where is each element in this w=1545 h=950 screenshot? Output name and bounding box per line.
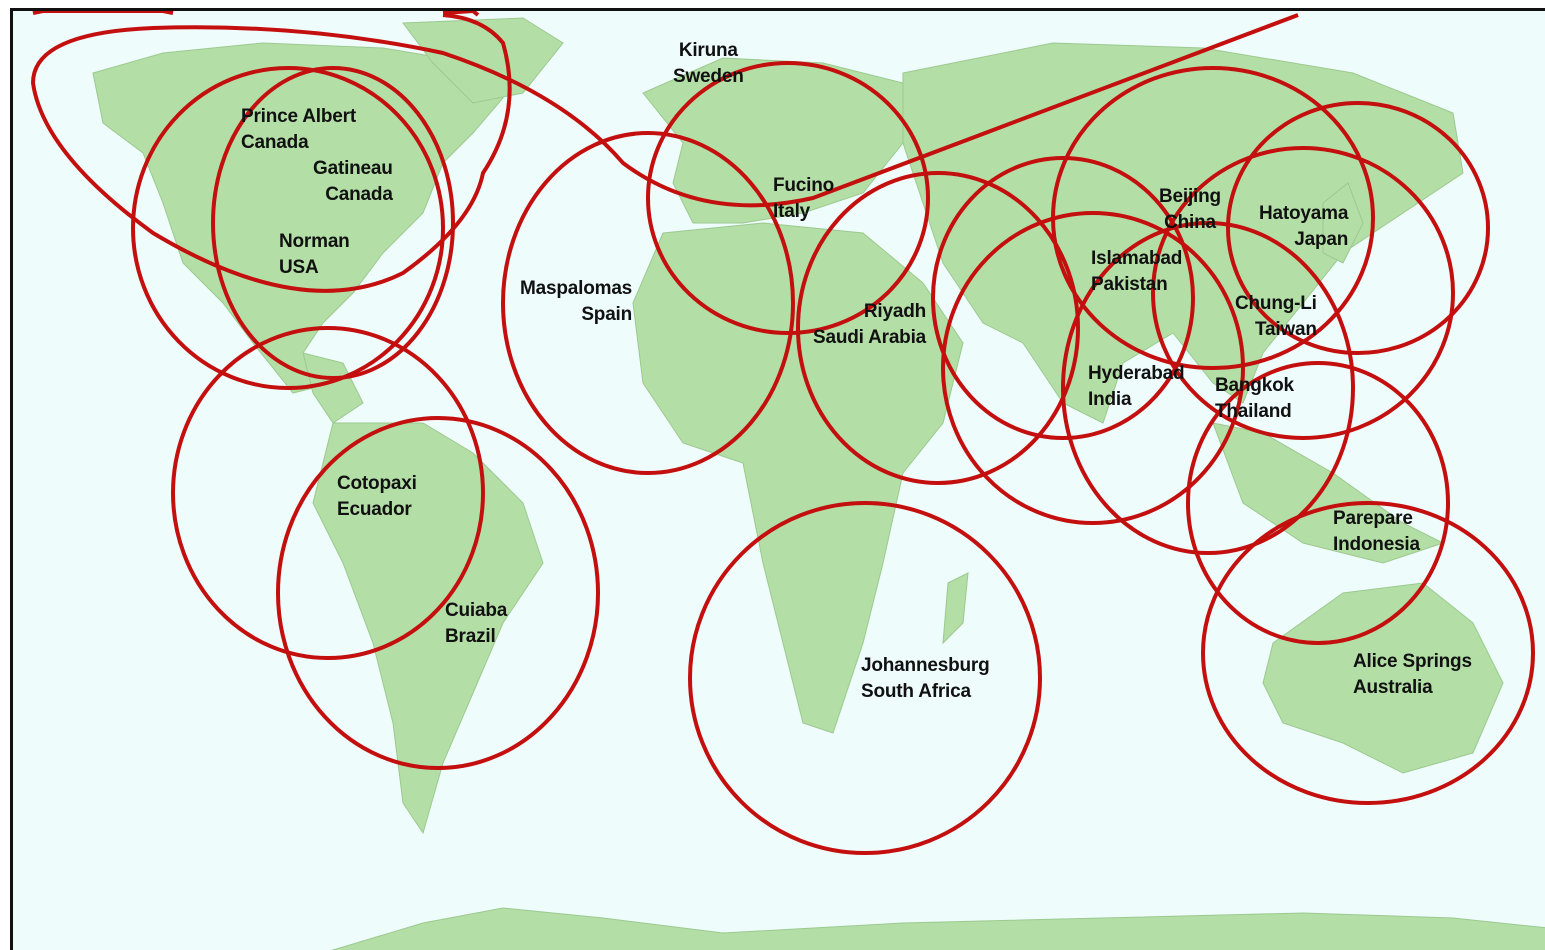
station-city: Bangkok: [1215, 375, 1294, 396]
station-country: USA: [279, 257, 319, 278]
coverage-ring-cotopaxi: [171, 326, 485, 660]
station-label-cotopaxi: Cotopaxi Ecuador: [337, 471, 417, 523]
station-label-fucino: Fucino Italy: [773, 173, 834, 225]
landmass-japan: [1322, 182, 1364, 264]
station-label-bangkok: Bangkok Thailand: [1215, 373, 1294, 425]
landmass-madagascar: [942, 572, 969, 645]
station-label-kiruna: Kiruna Sweden: [673, 38, 744, 90]
landmass-australia: [1262, 582, 1504, 774]
station-city: Johannesburg: [861, 655, 990, 676]
station-country: Saudi Arabia: [813, 327, 927, 348]
world-map: Kiruna Sweden Prince Albert Canada Gatin…: [10, 8, 1545, 950]
station-country: Canada: [241, 132, 309, 153]
station-label-chung-li: Chung-Li Taiwan: [1235, 291, 1317, 343]
station-label-riyadh: Riyadh Saudi Arabia: [813, 299, 926, 351]
station-city: Kiruna: [678, 40, 738, 61]
station-city: Chung-Li: [1235, 293, 1317, 314]
station-city: Cuiaba: [445, 600, 508, 621]
station-city: Maspalomas: [520, 278, 633, 299]
station-country: Thailand: [1215, 401, 1292, 422]
station-city: Fucino: [773, 175, 835, 196]
station-country: Ecuador: [337, 499, 412, 520]
station-city: Hatoyama: [1259, 203, 1349, 224]
coverage-ring-maspalomas: [501, 131, 795, 475]
station-country: South Africa: [861, 681, 971, 702]
coverage-ring-riyadh: [796, 171, 1080, 485]
coverage-ring-fucino: [646, 61, 930, 335]
station-label-beijing: Beijing China: [1159, 184, 1221, 236]
coverage-ring-kiruna: [30, 11, 1299, 293]
station-label-islamabad: Islamabad Pakistan: [1091, 246, 1182, 298]
station-label-norman: Norman USA: [279, 229, 350, 281]
landmass-greenland: [402, 17, 564, 104]
coverage-ring-alice-springs: [1201, 501, 1535, 805]
station-country: Pakistan: [1091, 274, 1168, 295]
landmass-south-america: [312, 422, 544, 835]
station-country: China: [1164, 212, 1216, 233]
station-city: Hyderabad: [1088, 363, 1185, 384]
coverage-ring-parepare: [1186, 361, 1450, 645]
station-city: Cotopaxi: [337, 473, 417, 494]
coverage-ring-gatineau: [131, 66, 445, 390]
map-canvas: [30, 11, 1545, 950]
station-country: Brazil: [445, 626, 496, 647]
station-city: Islamabad: [1091, 248, 1183, 269]
coverage-ring-cuiaba: [276, 416, 600, 770]
station-label-prince-albert: Prince Albert Canada: [241, 104, 356, 156]
coverage-ring-bangkok: [1061, 221, 1355, 555]
station-country: Sweden: [673, 66, 744, 87]
landmass-antarctica: [331, 907, 1545, 950]
coverage-ring-prince-albert: [211, 66, 455, 380]
station-label-alice-springs: Alice Springs Australia: [1353, 649, 1472, 701]
station-country: Spain: [581, 304, 633, 325]
station-city: Parepare: [1333, 508, 1413, 529]
coverage-ring-islamabad: [931, 156, 1195, 440]
station-country: Australia: [1353, 677, 1433, 698]
station-label-hatoyama: Hatoyama Japan: [1259, 201, 1348, 253]
station-country: Japan: [1294, 229, 1349, 250]
coverage-ring-hyderabad: [941, 211, 1245, 525]
station-label-cuiaba: Cuiaba Brazil: [445, 598, 507, 650]
coverage-rings: [30, 11, 1535, 855]
station-label-johannesburg: Johannesburg South Africa: [861, 653, 990, 705]
station-city: Norman: [279, 231, 350, 252]
station-country: India: [1088, 389, 1132, 410]
station-label-parepare: Parepare Indonesia: [1333, 506, 1420, 558]
station-country: Indonesia: [1333, 534, 1420, 555]
coverage-ring-chung-li: [1151, 146, 1455, 440]
landmass-africa: [632, 222, 964, 734]
station-country: Italy: [773, 201, 811, 222]
station-city: Alice Springs: [1353, 651, 1472, 672]
station-label-gatineau: Gatineau Canada: [313, 156, 393, 208]
station-label-hyderabad: Hyderabad India: [1088, 361, 1185, 413]
landmasses: [92, 17, 1545, 950]
station-city: Prince Albert: [241, 106, 356, 127]
station-city: Gatineau: [313, 158, 393, 179]
coverage-ring-hatoyama: [1226, 101, 1490, 355]
coverage-ring-beijing: [1051, 66, 1375, 370]
station-country: Taiwan: [1254, 319, 1317, 340]
station-country: Canada: [325, 184, 393, 205]
station-city: Riyadh: [863, 301, 927, 322]
coverage-ring-johannesburg: [688, 501, 1042, 855]
station-label-maspalomas: Maspalomas Spain: [520, 276, 632, 328]
station-city: Beijing: [1159, 186, 1221, 207]
